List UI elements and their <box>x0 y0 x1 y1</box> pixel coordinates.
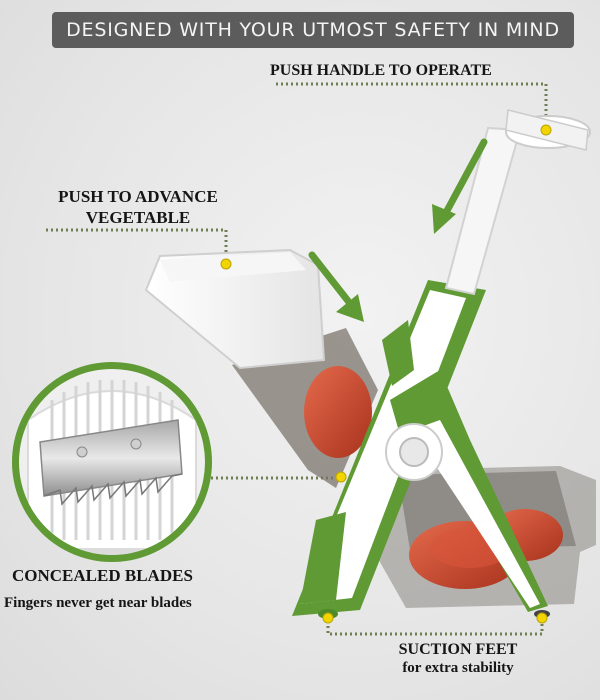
suction-feet-title: SUCTION FEET <box>398 641 518 658</box>
safety-banner: DESIGNED WITH YOUR UTMOST SAFETY IN MIND <box>52 12 574 48</box>
callout-dot-icon <box>220 124 552 624</box>
suction-callout-line <box>326 616 544 636</box>
concealed-blades-title: CONCEALED BLADES <box>12 566 193 585</box>
push-to-advance-label: PUSH TO ADVANCE VEGETABLE <box>28 186 248 228</box>
advance-callout-line <box>46 228 228 262</box>
callout-lines <box>46 82 548 636</box>
concealed-blades-subtitle: Fingers never get near blades <box>4 595 192 611</box>
arrow-down-left-icon <box>432 138 488 234</box>
push-to-advance-line1: PUSH TO ADVANCE <box>58 187 218 206</box>
arrow-down-right-icon <box>308 251 364 322</box>
vegetable-chute <box>144 248 378 488</box>
push-to-advance-line2: VEGETABLE <box>85 208 191 227</box>
concealed-blades-detail <box>12 362 212 562</box>
handle-callout-line <box>276 82 548 128</box>
push-handle-label: PUSH HANDLE TO OPERATE <box>270 62 492 79</box>
banner-text: DESIGNED WITH YOUR UTMOST SAFETY IN MIND <box>66 19 560 41</box>
suction-feet-subtitle: for extra stability <box>402 660 514 676</box>
slicer-body <box>292 109 591 619</box>
suction-feet-label: SUCTION FEET for extra stability <box>358 640 558 678</box>
